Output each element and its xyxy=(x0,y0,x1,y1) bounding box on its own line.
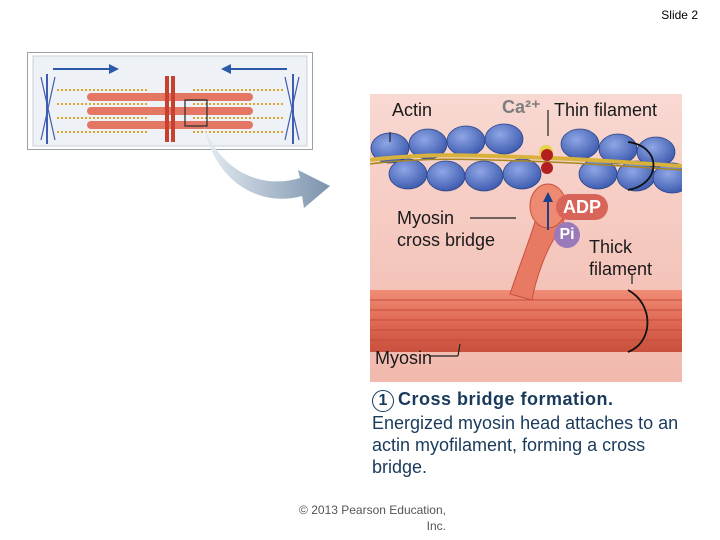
pi-label: Pi xyxy=(559,226,575,243)
step-title: Cross bridge formation. xyxy=(398,389,614,409)
copyright-line2: Inc. xyxy=(426,519,446,533)
pi-badge: Pi xyxy=(554,222,580,248)
label-myosin-cross-bridge-line2: cross bridge xyxy=(397,230,496,250)
sarcomere-thumbnail xyxy=(27,52,313,150)
label-thin-filament: Thin filament xyxy=(554,100,658,120)
step-number-badge: 1 xyxy=(372,390,394,412)
label-myosin-cross-bridge-line1: Myosin xyxy=(397,208,455,228)
label-myosin-cross-bridge: Myosin cross bridge xyxy=(397,207,495,251)
label-thick-filament: Thick filament xyxy=(589,236,652,280)
adp-badge: ADP xyxy=(556,194,608,220)
copyright-line1: © 2013 Pearson Education, xyxy=(299,503,446,517)
cross-bridge-illustration xyxy=(370,94,682,382)
zoom-arrow-icon xyxy=(204,126,330,208)
copyright-notice: © 2013 Pearson Education, Inc. xyxy=(280,502,446,534)
adp-label: ADP xyxy=(562,197,601,217)
slide-number: Slide 2 xyxy=(661,8,698,22)
label-actin: Actin xyxy=(392,100,433,120)
label-thick-filament-line2: filament xyxy=(589,259,653,279)
step-description: Energized myosin head attaches to an act… xyxy=(372,413,679,477)
label-myosin: Myosin xyxy=(375,348,433,368)
label-thick-filament-line1: Thick xyxy=(589,237,633,257)
label-calcium: Ca²⁺ xyxy=(502,97,541,117)
